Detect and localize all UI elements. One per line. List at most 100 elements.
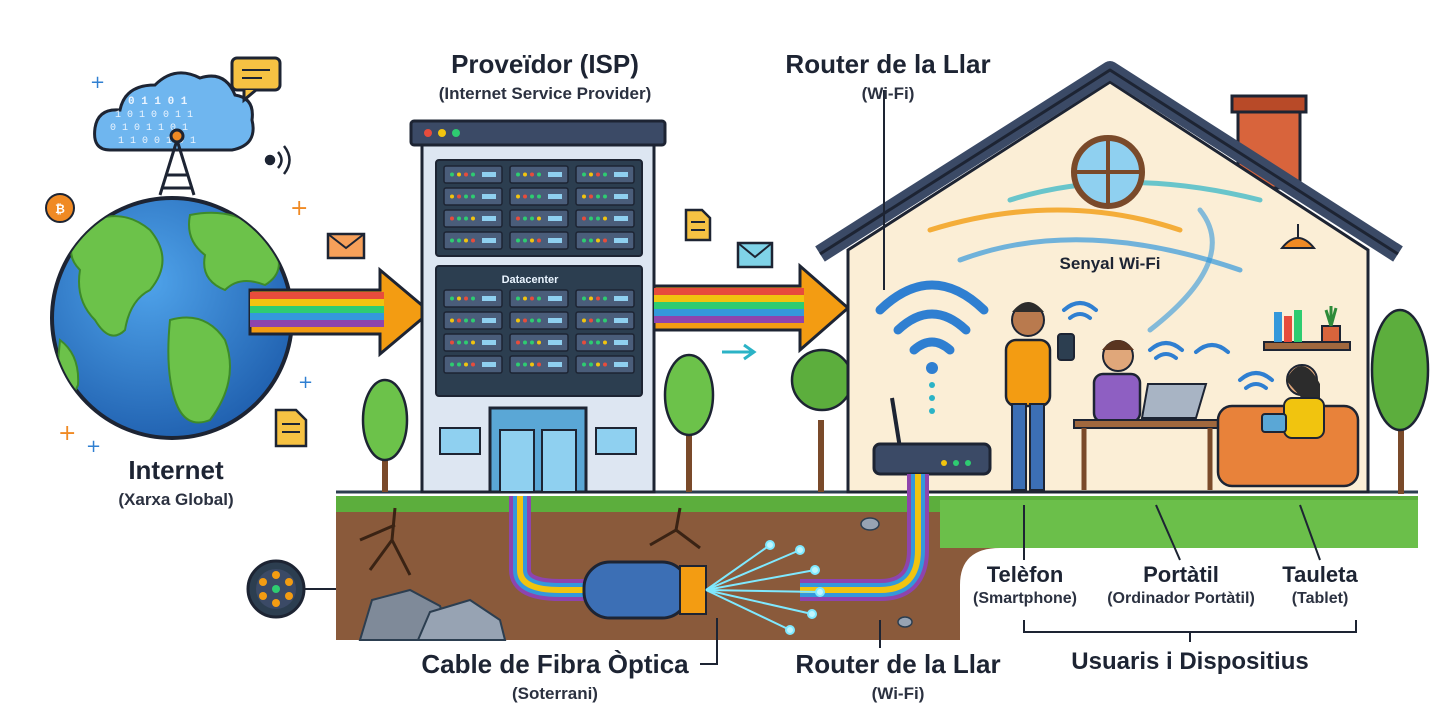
svg-text:+: + bbox=[90, 72, 105, 93]
decor-internet: ₿ + + + + + bbox=[45, 56, 313, 457]
server-led bbox=[464, 362, 468, 367]
server-led bbox=[516, 362, 520, 367]
datacenter-label: Datacenter bbox=[502, 274, 560, 286]
server-slot bbox=[482, 216, 496, 221]
server-led bbox=[582, 172, 586, 177]
server-led bbox=[450, 318, 454, 323]
server-led bbox=[530, 194, 534, 199]
server-led bbox=[596, 318, 600, 323]
server-led bbox=[596, 172, 600, 177]
server-led bbox=[530, 296, 534, 301]
svg-text:+: + bbox=[86, 436, 101, 457]
server-led bbox=[582, 362, 586, 367]
server-led bbox=[603, 216, 607, 221]
server-led bbox=[537, 216, 541, 221]
server-slot bbox=[614, 238, 628, 243]
server-led bbox=[589, 216, 593, 221]
server-led bbox=[603, 238, 607, 243]
server-led bbox=[582, 296, 586, 301]
server-led bbox=[471, 318, 475, 323]
server-led bbox=[464, 340, 468, 345]
svg-text:+: + bbox=[298, 372, 313, 393]
server-led bbox=[589, 318, 593, 323]
binary-line-4: 1 1 0 0 1 0 1 bbox=[118, 136, 196, 147]
server-led bbox=[596, 194, 600, 199]
server-slot bbox=[482, 172, 496, 177]
router-icon bbox=[872, 90, 992, 476]
server-led bbox=[464, 194, 468, 199]
server-led bbox=[471, 238, 475, 243]
device-laptop-label: Portàtil (Ordinador Portàtil) bbox=[1086, 562, 1276, 609]
binary-line-2: 1 0 1 0 0 1 1 bbox=[115, 110, 193, 121]
server-led bbox=[471, 172, 475, 177]
server-led bbox=[603, 340, 607, 345]
server-slot bbox=[548, 318, 562, 323]
svg-text:+: + bbox=[290, 196, 308, 221]
device-tablet-title: Tauleta bbox=[1282, 562, 1358, 587]
fiber-cable-icon bbox=[246, 474, 929, 635]
server-led bbox=[603, 296, 607, 301]
device-phone-label: Telèfon (Smartphone) bbox=[950, 562, 1100, 609]
server-led bbox=[516, 194, 520, 199]
server-led bbox=[596, 296, 600, 301]
device-laptop-title: Portàtil bbox=[1143, 562, 1219, 587]
device-laptop-subtitle: (Ordinador Portàtil) bbox=[1107, 590, 1255, 608]
users-devices-label: Usuaris i Dispositius bbox=[1040, 648, 1340, 676]
device-tablet-subtitle: (Tablet) bbox=[1291, 590, 1349, 608]
email-icon bbox=[326, 232, 366, 260]
device-phone-subtitle: (Smartphone) bbox=[973, 590, 1077, 608]
server-led bbox=[589, 238, 593, 243]
server-slot bbox=[482, 340, 496, 345]
users-devices-title: Usuaris i Dispositius bbox=[1071, 648, 1309, 675]
server-led bbox=[582, 216, 586, 221]
server-led bbox=[516, 172, 520, 177]
server-slot bbox=[548, 172, 562, 177]
wifi-signal-text: Senyal Wi-Fi bbox=[1059, 254, 1161, 273]
server-slot bbox=[614, 194, 628, 199]
server-led bbox=[516, 318, 520, 323]
server-slot bbox=[548, 194, 562, 199]
server-slot bbox=[548, 216, 562, 221]
server-led bbox=[516, 216, 520, 221]
isp-building: Datacenter bbox=[409, 119, 667, 494]
server-led bbox=[603, 194, 607, 199]
server-led bbox=[450, 194, 454, 199]
wifi-icon bbox=[875, 280, 989, 374]
server-led bbox=[516, 238, 520, 243]
server-led bbox=[457, 340, 461, 345]
router-top-label: Router de la Llar (Wi-Fi) bbox=[748, 49, 1028, 103]
server-led bbox=[457, 296, 461, 301]
server-led bbox=[603, 362, 607, 367]
server-slot bbox=[482, 296, 496, 301]
server-led bbox=[464, 318, 468, 323]
server-led bbox=[537, 362, 541, 367]
server-led bbox=[537, 340, 541, 345]
wifi-icon bbox=[264, 145, 291, 175]
server-slot bbox=[482, 238, 496, 243]
server-led bbox=[603, 318, 607, 323]
server-led bbox=[589, 362, 593, 367]
server-slot bbox=[614, 216, 628, 221]
device-phone-title: Telèfon bbox=[986, 562, 1064, 587]
server-slot bbox=[548, 340, 562, 345]
server-led bbox=[523, 194, 527, 199]
server-led bbox=[523, 296, 527, 301]
server-led bbox=[450, 296, 454, 301]
document-icon bbox=[274, 408, 308, 448]
server-led bbox=[589, 194, 593, 199]
server-led bbox=[523, 172, 527, 177]
server-slot bbox=[614, 362, 628, 367]
leader-lines bbox=[700, 504, 1357, 665]
person-tablet bbox=[1216, 364, 1360, 488]
server-slot bbox=[614, 340, 628, 345]
server-led bbox=[537, 238, 541, 243]
router-bottom-subtitle: (Wi-Fi) bbox=[871, 683, 925, 703]
signal-dots bbox=[929, 382, 935, 414]
server-led bbox=[596, 340, 600, 345]
server-led bbox=[523, 340, 527, 345]
server-led bbox=[582, 340, 586, 345]
server-led bbox=[596, 216, 600, 221]
server-slot bbox=[482, 194, 496, 199]
server-led bbox=[523, 318, 527, 323]
server-led bbox=[530, 362, 534, 367]
